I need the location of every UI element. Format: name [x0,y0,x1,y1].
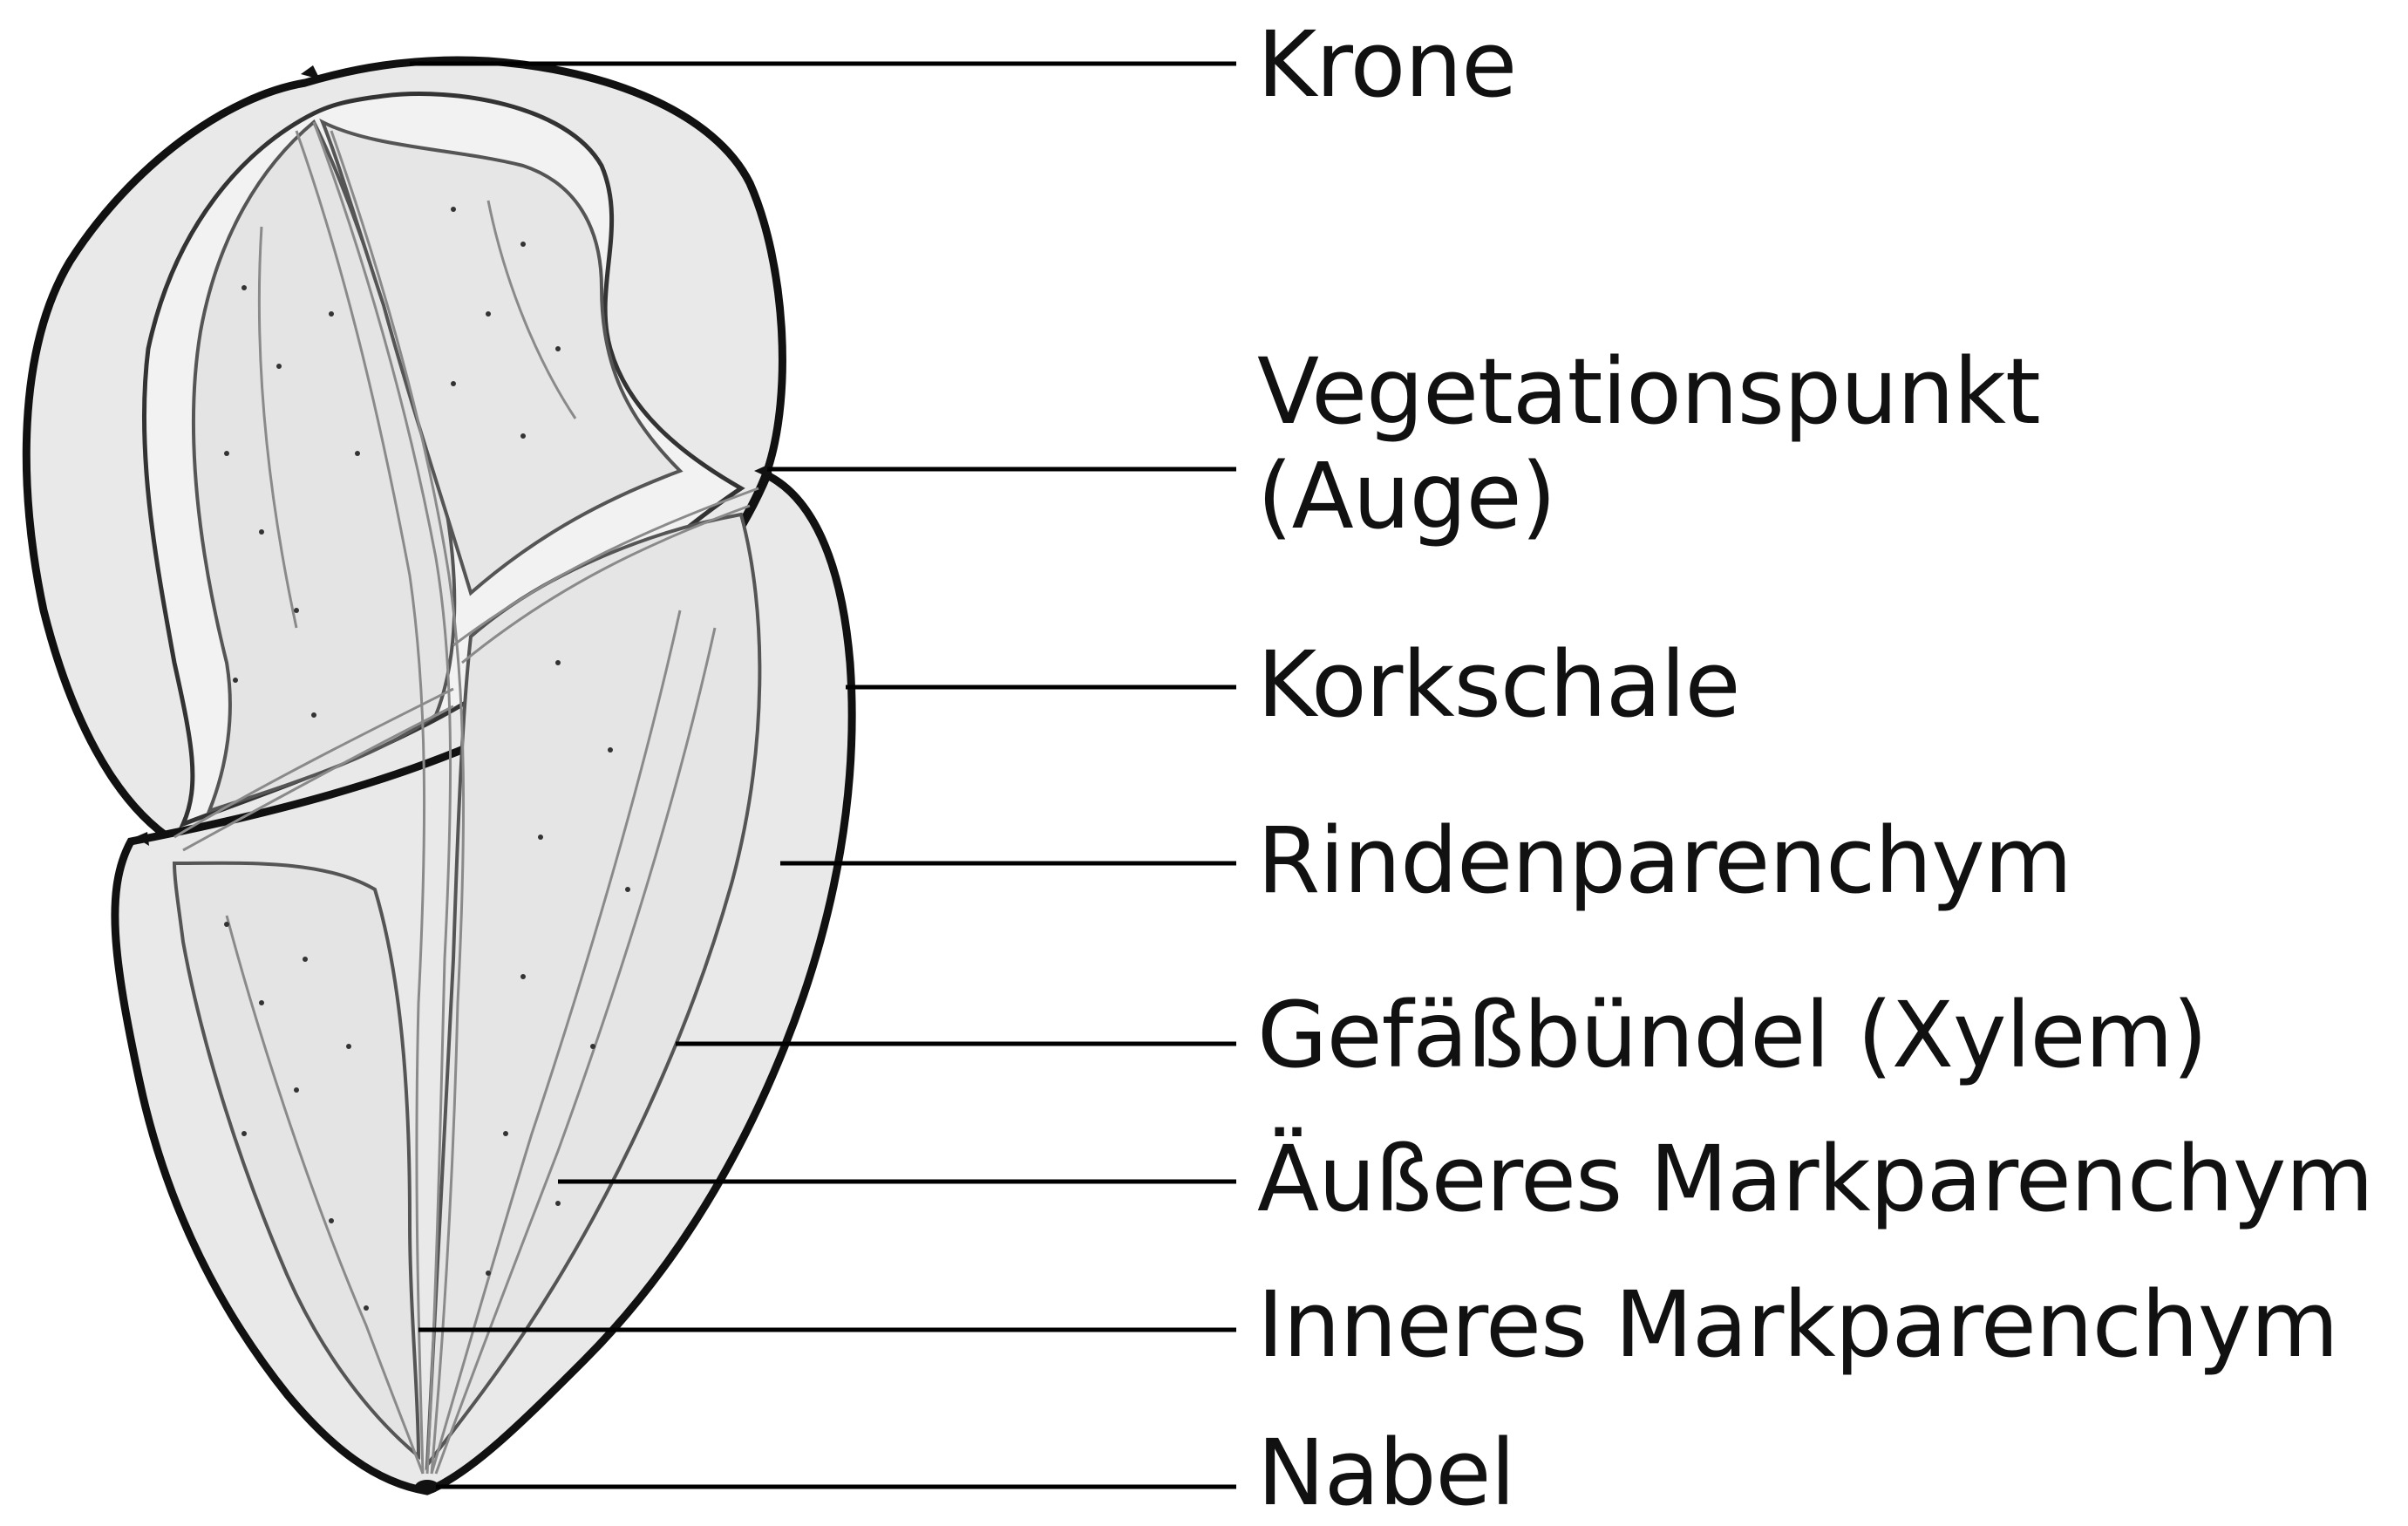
label-gefaessbuendel: Gefäßbündel (Xylem) [1257,984,2207,1088]
label-vegetationspunkt-line2: (Auge) [1257,445,2040,549]
label-vegetationspunkt: Vegetationspunkt (Auge) [1257,340,2040,548]
label-inneres-markparenchym-text: Inneres Markparenchym [1257,1273,2338,1378]
label-korkschale: Korkschale [1257,633,1740,738]
label-inneres-markparenchym: Inneres Markparenchym [1257,1273,2338,1378]
label-nabel: Nabel [1257,1421,1514,1526]
label-krone-text: Krone [1257,13,1516,118]
label-krone: Krone [1257,13,1516,118]
label-nabel-text: Nabel [1257,1421,1514,1526]
label-aeusseres-markparenchym: Äußeres Markparenchym [1257,1127,2373,1232]
label-rindenparenchym: Rindenparenchym [1257,809,2071,914]
label-rindenparenchym-text: Rindenparenchym [1257,809,2071,914]
label-gefaessbuendel-text: Gefäßbündel (Xylem) [1257,984,2207,1088]
label-aeusseres-markparenchym-text: Äußeres Markparenchym [1257,1127,2373,1232]
label-korkschale-text: Korkschale [1257,633,1740,738]
label-vegetationspunkt-line1: Vegetationspunkt [1257,340,2040,445]
